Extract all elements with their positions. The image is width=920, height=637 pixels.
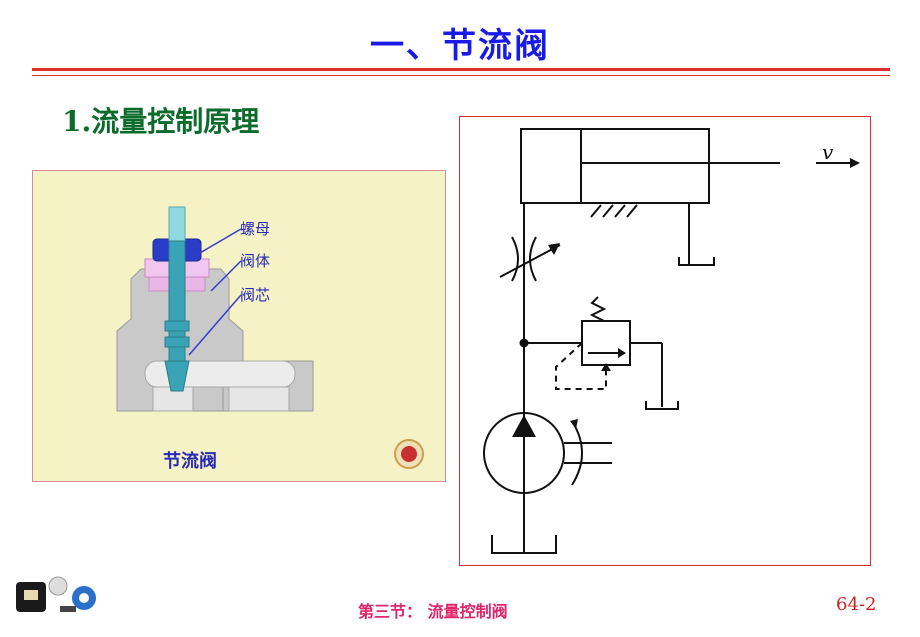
- throttle-arrow: [548, 243, 560, 255]
- velocity-label: v: [822, 140, 834, 164]
- slide-title: 一、节流阀: [370, 26, 550, 66]
- hydraulic-cylinder: [520, 128, 710, 204]
- callout-valve-body: 阀体: [240, 252, 271, 270]
- institution-logo: [16, 576, 96, 612]
- animation-caption: 节流阀: [163, 451, 217, 472]
- valve-cross-section: [116, 206, 424, 469]
- schematic-drawing: [483, 128, 860, 554]
- relief-spring: [589, 296, 607, 322]
- callout-nut: 螺母: [240, 220, 271, 238]
- title-rule-thin: [32, 75, 890, 76]
- footer-section-name: 第三节： 流量控制阀: [358, 602, 508, 621]
- section-heading: 1.流量控制原理: [62, 100, 259, 140]
- section-heading-text: 流量控制原理: [91, 105, 260, 138]
- spool: [168, 240, 186, 382]
- throttle-valve-animation[interactable]: [32, 170, 446, 482]
- pump-arrow: [512, 415, 536, 437]
- title-rule-thick: [32, 68, 890, 71]
- stem-top: [168, 206, 186, 244]
- velocity-arrow: [850, 158, 860, 168]
- relief-valve: [581, 320, 631, 366]
- page-number: 64-2: [836, 594, 877, 615]
- section-number: 1.: [62, 105, 92, 138]
- hydraulic-schematic: [459, 116, 871, 566]
- callout-spool: 阀芯: [240, 286, 271, 304]
